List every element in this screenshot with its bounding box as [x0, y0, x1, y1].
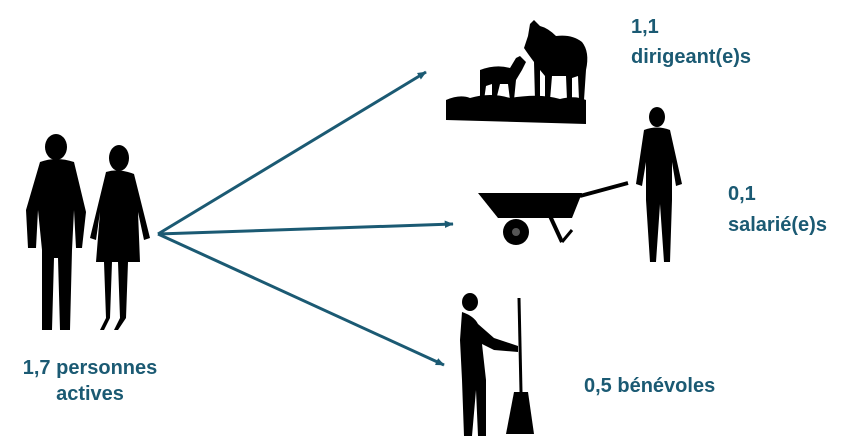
salaries-value: 0,1: [728, 183, 756, 205]
dirigeants-value: 1,1: [631, 16, 659, 38]
arrow-to-dirigeants: [157, 70, 427, 236]
wheelbarrow-icon: [478, 181, 629, 245]
source-text-line1: personnes: [56, 357, 158, 379]
arrows: [157, 70, 454, 367]
broom-person-icon: [460, 293, 534, 436]
couple-icon: [26, 134, 150, 330]
benevoles-text: bénévoles: [617, 375, 716, 397]
horses-icon: [446, 20, 588, 124]
salaries-label: salarié(e)s: [728, 214, 827, 236]
arrow-to-salaries: [157, 220, 454, 236]
benevoles-value: 0,5: [584, 375, 612, 397]
source-line1: 1,7 personnes: [2, 355, 178, 381]
benevoles-label: 0,5 bénévoles: [584, 373, 715, 399]
source-label: 1,7 personnes actives: [2, 355, 178, 407]
source-value: 1,7: [22, 357, 51, 379]
worker-icon: [636, 107, 682, 262]
source-text-line2: actives: [56, 383, 124, 405]
arrow-to-benevoles: [157, 232, 445, 367]
dirigeants-label: dirigeant(e)s: [631, 46, 752, 68]
